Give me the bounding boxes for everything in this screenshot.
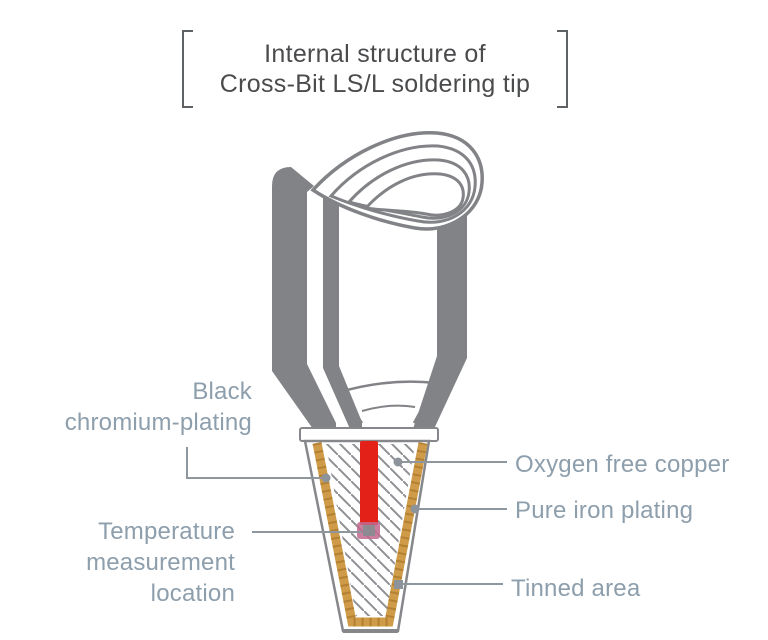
inner-funnel-right-edge — [412, 382, 438, 424]
collar-band — [299, 427, 439, 442]
label-tinned-area: Tinned area — [511, 575, 641, 602]
tip-inner-wall — [323, 190, 362, 429]
inner-funnel-rim — [339, 380, 437, 394]
inner-funnel-left-edge — [338, 391, 364, 424]
title-block: Internal structure of Cross-Bit LS/L sol… — [182, 30, 568, 108]
marker-oxygen — [393, 457, 403, 467]
marker-pure-iron — [410, 504, 420, 514]
heater-rod — [360, 441, 378, 525]
marker-tinned — [394, 580, 403, 589]
label-oxygen-free-copper: Oxygen free copper — [515, 451, 730, 478]
marker-black-chromium — [321, 473, 331, 483]
leader-black-chromium — [186, 447, 322, 479]
left-bracket — [182, 30, 193, 108]
label-black-chromium-plating: Black chromium-plating — [64, 378, 252, 436]
tip-left-wall — [272, 167, 336, 429]
diagram-title: Internal structure of Cross-Bit LS/L sol… — [193, 39, 557, 99]
diagram-title-line1: Internal structure of — [264, 40, 486, 68]
temperature-sensor — [363, 525, 375, 536]
inner-funnel-lower-arc — [361, 404, 416, 412]
label-pure-iron-plating: Pure iron plating — [515, 497, 694, 524]
rolled-top-curl-4 — [363, 172, 465, 217]
right-bracket — [557, 30, 568, 108]
diagram-title-line2: Cross-Bit LS/L soldering tip — [219, 70, 531, 98]
label-temperature-measurement-location: Temperature measurement location — [86, 518, 235, 607]
tip-right-wall — [413, 216, 467, 429]
copper-band-texture — [312, 442, 428, 627]
